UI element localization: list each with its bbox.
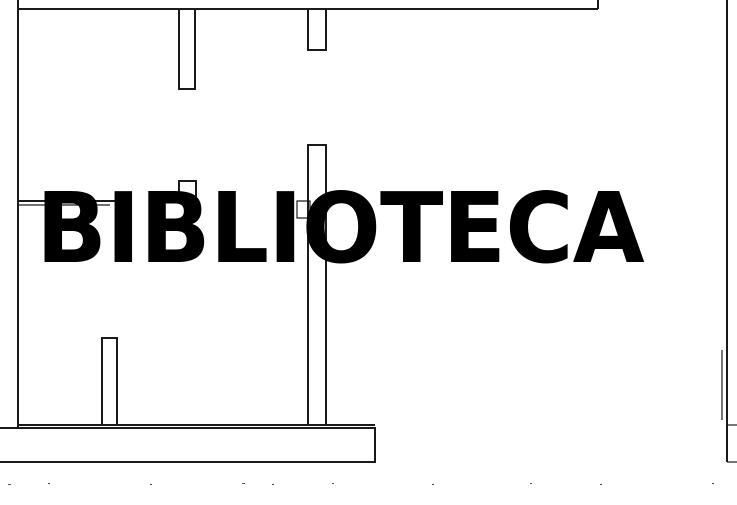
- partition-stub-upper-right: [307, 9, 327, 51]
- right-wall: [721, 0, 737, 463]
- partition-stub-lower: [101, 337, 118, 426]
- partition-stub-upper-left: [178, 9, 196, 90]
- scan-specks: [8, 483, 714, 485]
- room-label: BIBLIOTECA: [36, 172, 645, 285]
- bottom-wall: [0, 424, 376, 463]
- top-wall: [18, 0, 599, 10]
- middle-wall: [18, 180, 311, 219]
